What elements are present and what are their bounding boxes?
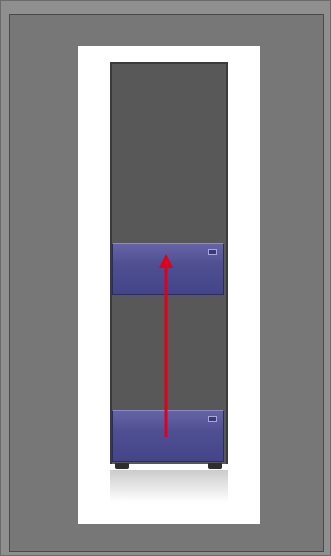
rack-foot-right bbox=[208, 463, 222, 469]
drive-indicator-icon bbox=[208, 416, 217, 422]
server-unit-top[interactable] bbox=[112, 243, 224, 295]
rack-reflection bbox=[110, 470, 228, 502]
server-unit-bottom[interactable] bbox=[112, 410, 224, 462]
drive-indicator-icon bbox=[208, 249, 217, 255]
rack-foot-left bbox=[115, 463, 129, 469]
